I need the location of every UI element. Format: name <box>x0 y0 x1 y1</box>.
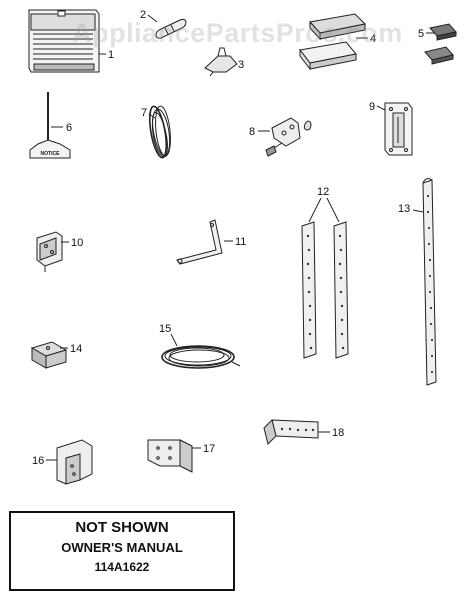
part-9-plate[interactable] <box>384 102 413 156</box>
part-number-6: 6 <box>66 122 72 134</box>
part-number-8: 8 <box>249 126 255 138</box>
part-11-bent-arm[interactable] <box>176 219 223 265</box>
part-17-bracket[interactable] <box>147 439 193 473</box>
part-3-clip[interactable] <box>204 47 238 77</box>
part-number-11: 11 <box>235 236 246 248</box>
part-4-tray[interactable] <box>299 13 367 71</box>
part-number-3: 3 <box>238 59 244 71</box>
leader-12b <box>326 197 340 223</box>
leader-13 <box>412 209 424 213</box>
part-18-angle-bracket[interactable] <box>263 419 319 445</box>
leader-7 <box>148 113 156 119</box>
part-16-bracket[interactable] <box>56 439 93 485</box>
part-number-16: 16 <box>32 455 44 467</box>
part-8-sensor-bracket[interactable] <box>265 117 312 157</box>
part-number-15: 15 <box>159 323 171 335</box>
part-6-notice-tag[interactable] <box>29 92 71 159</box>
part-number-4: 4 <box>370 33 376 45</box>
note-line-3: 114A1622 <box>94 560 150 574</box>
part-13-long-strap[interactable] <box>422 178 437 386</box>
part-14-block[interactable] <box>30 341 68 369</box>
part-number-7: 7 <box>141 107 147 119</box>
leader-9 <box>376 105 386 111</box>
not-shown-note: NOT SHOWN OWNER'S MANUAL 114A1622 <box>9 511 235 591</box>
leader-12a <box>308 197 322 223</box>
part-10-bracket[interactable] <box>36 231 63 272</box>
part-number-10: 10 <box>71 237 83 249</box>
note-line-1: NOT SHOWN <box>75 519 169 536</box>
note-line-2: OWNER'S MANUAL <box>61 540 183 555</box>
part-12-straps[interactable] <box>301 221 349 359</box>
part-number-5: 5 <box>418 28 424 40</box>
part-number-2: 2 <box>140 9 146 21</box>
notice-tag-text: NOTICE <box>41 151 61 157</box>
part-number-14: 14 <box>70 343 82 355</box>
leader-2 <box>147 14 158 23</box>
part-2-cylinder[interactable] <box>155 18 187 39</box>
part-7-wire-coil[interactable] <box>147 105 173 159</box>
part-number-13: 13 <box>398 203 410 215</box>
part-number-1: 1 <box>108 49 114 61</box>
part-number-9: 9 <box>369 101 375 113</box>
part-5-transmitter[interactable] <box>424 23 457 65</box>
part-1-control-panel[interactable] <box>28 9 100 73</box>
part-15-wire-coil[interactable] <box>161 345 241 369</box>
leader-15 <box>170 333 178 347</box>
part-number-17: 17 <box>203 443 215 455</box>
part-number-12: 12 <box>317 186 329 198</box>
part-number-18: 18 <box>332 427 344 439</box>
